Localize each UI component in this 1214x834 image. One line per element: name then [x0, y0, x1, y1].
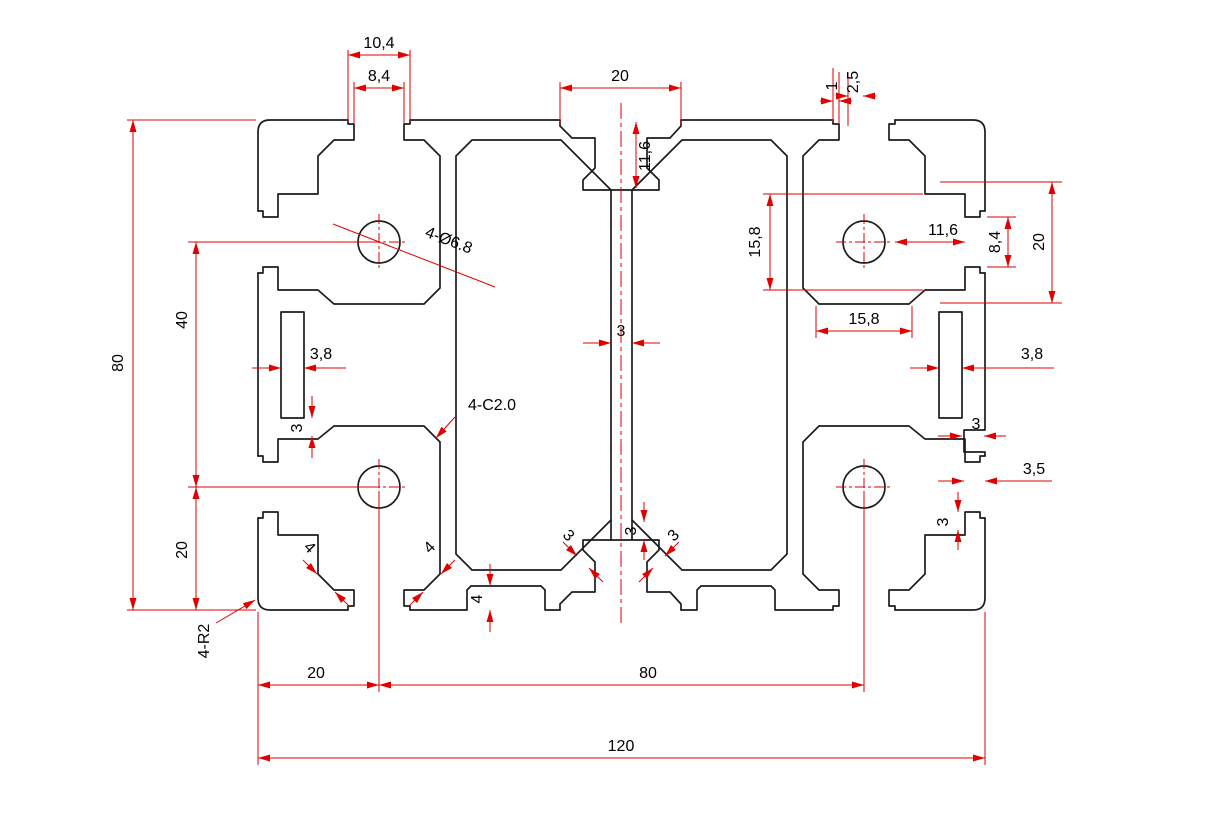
dim-overall-width: 120 — [608, 738, 635, 755]
dim-center-wall-left: 3 — [559, 527, 577, 545]
bottom-center-slot — [559, 539, 682, 611]
dim-chamber-width: 15,8 — [848, 311, 879, 328]
cavity-top-right-module — [802, 119, 986, 305]
side-wall-cavity-right — [938, 311, 963, 419]
dim-arrow-center-wall-left-a — [562, 541, 578, 557]
dim-web-thickness: 3 — [617, 323, 626, 340]
dim-arrow-center-wall-right-b — [638, 567, 654, 583]
dim-chamfer-se: 4 — [421, 539, 439, 557]
dim-top-slot-outer-width: 10,4 — [363, 35, 394, 52]
dim-center-wall-right: 3 — [665, 527, 683, 545]
dim-arrow-center-wall-right-a — [664, 541, 680, 557]
chamfer-callout-leader — [435, 416, 456, 439]
dimension-lines — [129, 51, 1056, 762]
dim-center-slot-depth: 11,6 — [637, 141, 654, 171]
corner-radius-leader — [215, 599, 256, 624]
extension-lines — [127, 50, 1062, 765]
dim-chamfer-sw: 4 — [300, 539, 318, 557]
dim-right-wall-thickness: 3,8 — [1021, 346, 1043, 363]
cavity-center-left — [455, 139, 612, 571]
cavity-top-left-module — [257, 119, 441, 305]
dim-side-slot-depth: 11,6 — [928, 222, 958, 239]
dim-side-slot-region: 20 — [1031, 233, 1048, 251]
dim-slot-lip-depth: 2,5 — [845, 71, 862, 93]
dim-center-wall-mid: 3 — [623, 526, 640, 535]
dim-arrow-chamfer-se-a — [440, 559, 456, 575]
dim-top-slot-opening: 8,4 — [368, 68, 390, 85]
dim-hole-callout: 4-Ø6.8 — [423, 224, 475, 257]
dim-right-lip-wall: 3 — [935, 517, 952, 526]
cavity-center-right — [631, 139, 788, 571]
cavity-bottom-left-module — [257, 425, 441, 611]
dim-right-inner-wall: 3 — [972, 416, 981, 433]
dim-top-center-slot-width: 20 — [611, 68, 629, 85]
dim-overall-height: 80 — [110, 354, 127, 372]
dim-inner-wall-left: 3 — [289, 423, 306, 432]
extension-line-set — [127, 50, 1062, 765]
dim-arrow-chamfer-se-b — [408, 591, 424, 607]
dimension-texts: 10,4 8,4 20 1 2,5 11,6 15,8 11,6 8,4 20 … — [110, 35, 1048, 755]
dim-side-slot-opening: 8,4 — [987, 231, 1004, 253]
profile-outer-boundary — [257, 119, 986, 611]
dim-bottom-recess-depth: 4 — [469, 594, 486, 603]
dim-chamfer-callout: 4-C2.0 — [468, 397, 516, 414]
dim-arrow-center-wall-left-b — [588, 567, 604, 583]
side-wall-cavity-left — [280, 311, 305, 419]
dim-left-wall-thickness: 3,8 — [310, 346, 332, 363]
dim-right-notch-depth: 3,5 — [1023, 461, 1045, 478]
dim-hole-horizontal-pitch: 80 — [639, 665, 657, 682]
dim-corner-radius-callout: 4-R2 — [196, 624, 213, 659]
dim-arrow-chamfer-sw-a — [302, 559, 318, 575]
small-dimension-arrows — [215, 92, 1012, 632]
dim-slot-lip-step: 1 — [824, 81, 841, 90]
dim-arrow-chamfer-sw-b — [334, 591, 350, 607]
dim-side-chamber-height: 15,8 — [747, 226, 764, 257]
center-web-walls — [610, 189, 633, 541]
hole-callout-leader — [332, 223, 496, 288]
cavity-bottom-right-module — [802, 425, 986, 611]
dim-hole-bottom-offset: 20 — [174, 541, 191, 559]
dim-hole-vertical-pitch: 40 — [174, 311, 191, 329]
dim-hole-left-offset: 20 — [307, 665, 325, 682]
